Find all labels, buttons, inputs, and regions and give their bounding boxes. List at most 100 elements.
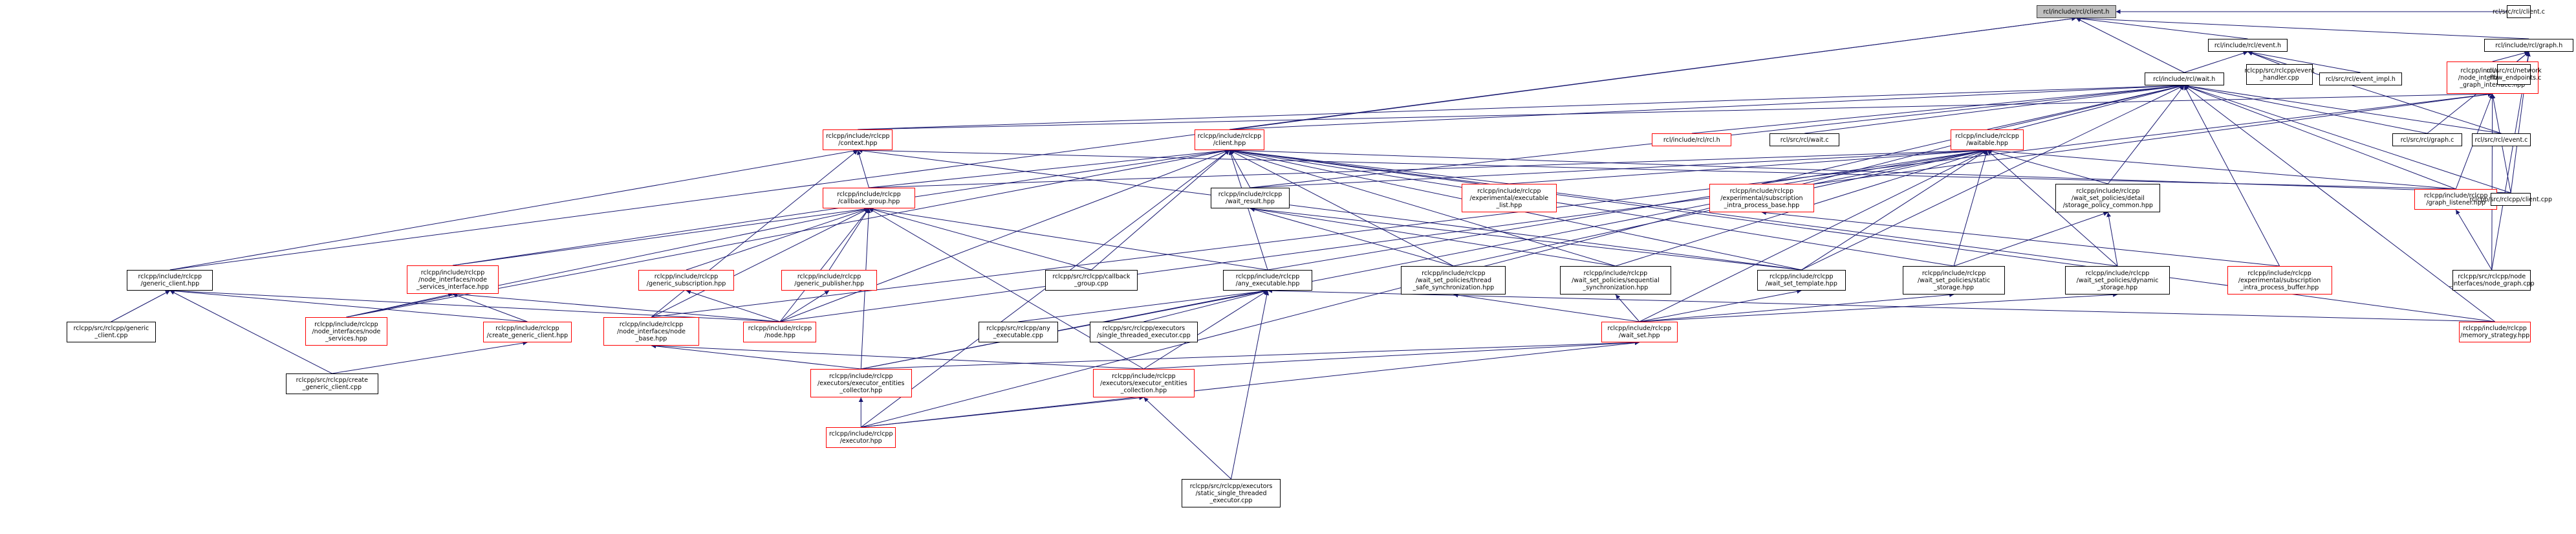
dependency-edge — [651, 92, 2493, 318]
dependency-edge — [779, 290, 830, 322]
graph-node[interactable]: rcl/src/rcl/client.c — [2493, 5, 2545, 18]
dependency-edge — [1615, 294, 1640, 322]
graph-node[interactable]: rclcpp/src/rclcpp/generic _client.cpp — [67, 322, 156, 342]
dependency-edge — [1509, 148, 1987, 184]
graph-node[interactable]: rclcpp/src/rclcpp/create _generic_client… — [286, 373, 378, 394]
dependency-edge — [1229, 83, 2185, 130]
graph-node[interactable]: rclcpp/include/rclcpp /create_generic_cl… — [482, 322, 572, 342]
graph-node[interactable]: rclcpp/src/rclcpp/client.cpp — [2469, 193, 2552, 206]
graph-node[interactable]: rclcpp/include/rclcpp /callback_group.hp… — [823, 188, 915, 208]
graph-node[interactable]: rclcpp/src/rclcpp/any _executable.cpp — [979, 322, 1058, 342]
dependency-edge — [169, 288, 781, 322]
graph-node[interactable]: rclcpp/include/rclcpp /node_interfaces/n… — [603, 317, 699, 346]
dependency-edge — [2076, 16, 2529, 39]
graph-node[interactable]: rcl/src/rcl/network _flow_endpoints.c — [2487, 64, 2542, 85]
dependency-edge — [869, 148, 1230, 188]
graph-node[interactable]: rclcpp/include/rclcpp /client.hpp — [1195, 129, 1265, 150]
dependency-edge — [779, 208, 869, 322]
graph-node[interactable]: rcl/src/rcl/event_impl.h — [2319, 72, 2402, 85]
dependency-edge — [169, 289, 528, 322]
dependency-edge — [169, 16, 2077, 271]
dependency-edge — [1229, 150, 1454, 267]
dependency-edge — [1804, 83, 2185, 134]
graph-node[interactable]: rcl/include/rcl/rcl.h — [1652, 133, 1732, 146]
dependency-edge — [2075, 17, 2185, 73]
dependency-edge — [1091, 150, 1230, 271]
graph-node[interactable]: rclcpp/include/rclcpp /generic_publisher… — [781, 270, 877, 291]
dependency-edge — [2247, 51, 2280, 65]
graph-node[interactable]: rclcpp/include/rclcpp /wait_set_policies… — [2065, 266, 2170, 295]
graph-node[interactable]: rclcpp/include/rclcpp /wait_set.hpp — [1601, 322, 1678, 342]
graph-node[interactable]: rclcpp/include/rclcpp /wait_result.hpp — [1210, 188, 1290, 208]
dependency-edge — [1761, 148, 1987, 184]
graph-node[interactable]: rclcpp/include/rclcpp /graph_listener.hp… — [2414, 189, 2498, 210]
dependency-edge — [332, 340, 528, 374]
dependency-edge — [1268, 288, 2495, 322]
dependency-edge — [1639, 292, 2118, 322]
graph-node[interactable]: rcl/include/rcl/wait.h — [2144, 72, 2224, 85]
dependency-edge — [1229, 148, 2511, 194]
graph-node[interactable]: rclcpp/include/rclcpp /waitable.hpp — [1951, 129, 2024, 150]
dependency-edge — [1229, 148, 2118, 267]
dependency-edge — [858, 83, 2185, 130]
graph-node[interactable]: rclcpp/src/rclcpp/callback _group.cpp — [1045, 270, 1138, 291]
dependency-edge — [686, 207, 869, 271]
graph-node[interactable]: rclcpp/include/rclcpp /executors/executo… — [810, 369, 912, 397]
graph-node[interactable]: rcl/src/rcl/wait.c — [1770, 133, 1840, 146]
dependency-edge — [1639, 289, 1802, 322]
graph-node[interactable]: rcl/include/rcl/client.h — [2036, 5, 2116, 18]
dependency-edge — [2106, 212, 2118, 267]
dependency-edge — [2076, 16, 2248, 39]
graph-node[interactable]: rclcpp/src/rclcpp/event _handler.cpp — [2244, 64, 2315, 85]
dependency-edge — [111, 290, 171, 322]
dependency-edge — [1267, 148, 1987, 271]
graph-node[interactable]: rclcpp/include/rclcpp /wait_set_policies… — [1559, 266, 1671, 295]
dependency-edge — [1250, 206, 1802, 271]
graph-node[interactable]: rclcpp/include/rclcpp /experimental/subs… — [2227, 266, 2332, 295]
graph-node[interactable]: rclcpp/include/rclcpp /node_interfaces/n… — [406, 265, 499, 294]
dependency-edge — [1143, 289, 1268, 322]
graph-node[interactable]: rclcpp/include/rclcpp /node_interfaces/n… — [305, 317, 388, 346]
dependency-edge — [1801, 150, 1987, 271]
graph-node[interactable]: rclcpp/include/rclcpp /generic_subscript… — [638, 270, 734, 291]
graph-node[interactable]: rcl/include/rcl/graph.h — [2484, 39, 2573, 52]
graph-node[interactable]: rclcpp/src/rclcpp/executors /static_sing… — [1182, 479, 1281, 507]
dependency-edge — [2455, 209, 2493, 271]
dependency-edge — [2247, 50, 2361, 73]
dependency-edge — [858, 91, 2493, 130]
graph-node[interactable]: rcl/include/rcl/event.h — [2208, 39, 2288, 52]
graph-node[interactable]: rclcpp/include/rclcpp /wait_set_template… — [1757, 270, 1846, 291]
dependency-edge — [2184, 50, 2248, 73]
graph-node[interactable]: rclcpp/include/rclcpp /executor.hpp — [826, 427, 896, 448]
dependency-edge — [1691, 83, 2185, 134]
graph-node[interactable]: rclcpp/include/rclcpp /wait_set_policies… — [1401, 266, 1506, 295]
dependency-edge — [1143, 290, 1268, 370]
dependency-edge — [651, 344, 861, 370]
dependency-edge — [169, 148, 858, 271]
dependency-edge — [452, 292, 781, 322]
graph-node[interactable]: rclcpp/include/rclcpp /executors/executo… — [1092, 369, 1195, 397]
dependency-edge — [1229, 148, 1954, 267]
graph-node[interactable]: rclcpp/include/rclcpp /wait_set_policies… — [2055, 184, 2161, 212]
graph-node[interactable]: rclcpp/include/rclcpp /experimental/subs… — [1709, 184, 1814, 212]
graph-node[interactable]: rclcpp/src/rclcpp/executors /single_thre… — [1089, 322, 1198, 342]
dependency-edge — [1953, 150, 1989, 267]
graph-node[interactable]: rclcpp/include/rclcpp /experimental/exec… — [1461, 184, 1557, 212]
graph-node[interactable]: rcl/src/rcl/event.c — [2471, 133, 2531, 146]
dependency-edge — [1250, 148, 1987, 188]
graph-node[interactable]: rclcpp/include/rclcpp /any_executable.hp… — [1223, 270, 1312, 291]
dependency-edge — [346, 293, 453, 318]
graph-node[interactable]: rclcpp/include/rclcpp /memory_strategy.h… — [2459, 322, 2531, 342]
graph-node[interactable]: rclcpp/include/rclcpp /wait_set_policies… — [1903, 266, 2005, 295]
dependency-edge — [2492, 50, 2529, 62]
graph-node[interactable]: rclcpp/include/rclcpp /generic_client.hp… — [127, 270, 213, 291]
dependency-edge — [651, 343, 1144, 370]
dependency-edge — [169, 290, 332, 374]
graph-node[interactable]: rclcpp/include/rclcpp /context.hpp — [823, 129, 893, 150]
graph-node[interactable]: rcl/src/rcl/graph.c — [2392, 133, 2463, 146]
dependency-edge — [856, 150, 870, 188]
dependency-edge — [1453, 293, 1640, 322]
dependency-edge — [2184, 85, 2456, 190]
graph-node[interactable]: rclcpp/include/rclcpp /node.hpp — [743, 322, 817, 342]
graph-node[interactable]: rclcpp/src/rclcpp/node _interfaces/node_… — [2449, 270, 2535, 291]
